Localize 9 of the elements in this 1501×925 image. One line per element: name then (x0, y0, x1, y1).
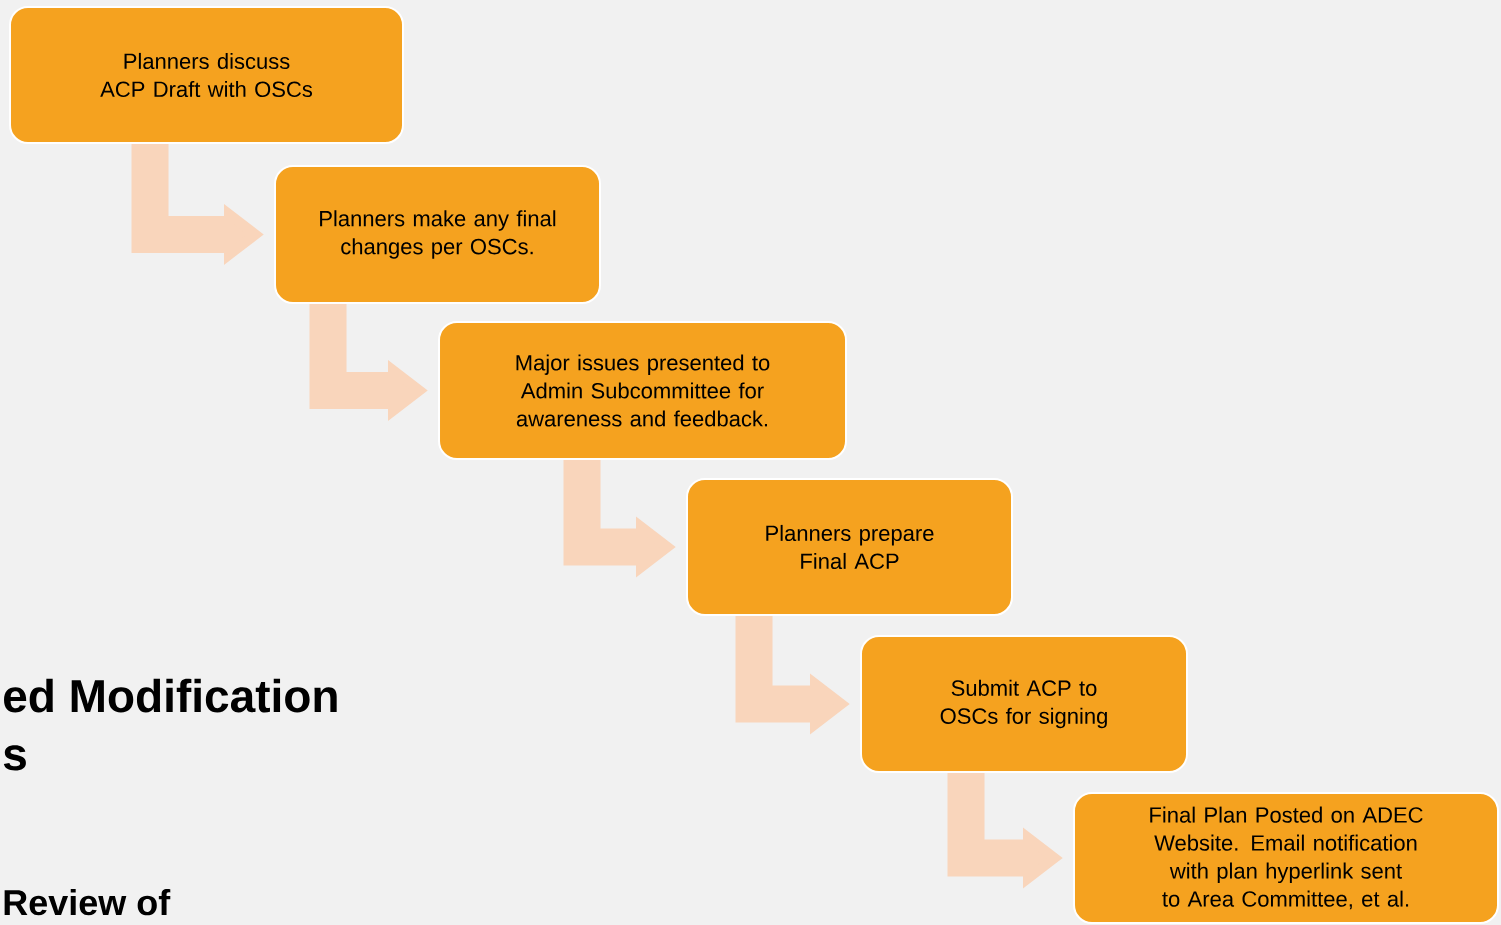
process-box: Major issues presented to Admin Subcommittee for awareness and feedback. (438, 321, 847, 460)
process-box: Submit ACP to OSCs for signing (860, 635, 1188, 773)
process-box: Planners prepare Final ACP (686, 478, 1013, 616)
heading-text: Review of (4, 888, 171, 916)
process-box: Planners discuss ACP Draft with OSCs (9, 6, 404, 144)
heading-text: ed Modification (4, 678, 337, 713)
process-box: Planners make any final changes per OSCs. (274, 165, 601, 304)
heading-text: s (3, 745, 26, 771)
process-box: Final Plan Posted on ADEC Website. Email notification with plan hyperlink sent to Area Committee, et al. (1073, 792, 1499, 924)
